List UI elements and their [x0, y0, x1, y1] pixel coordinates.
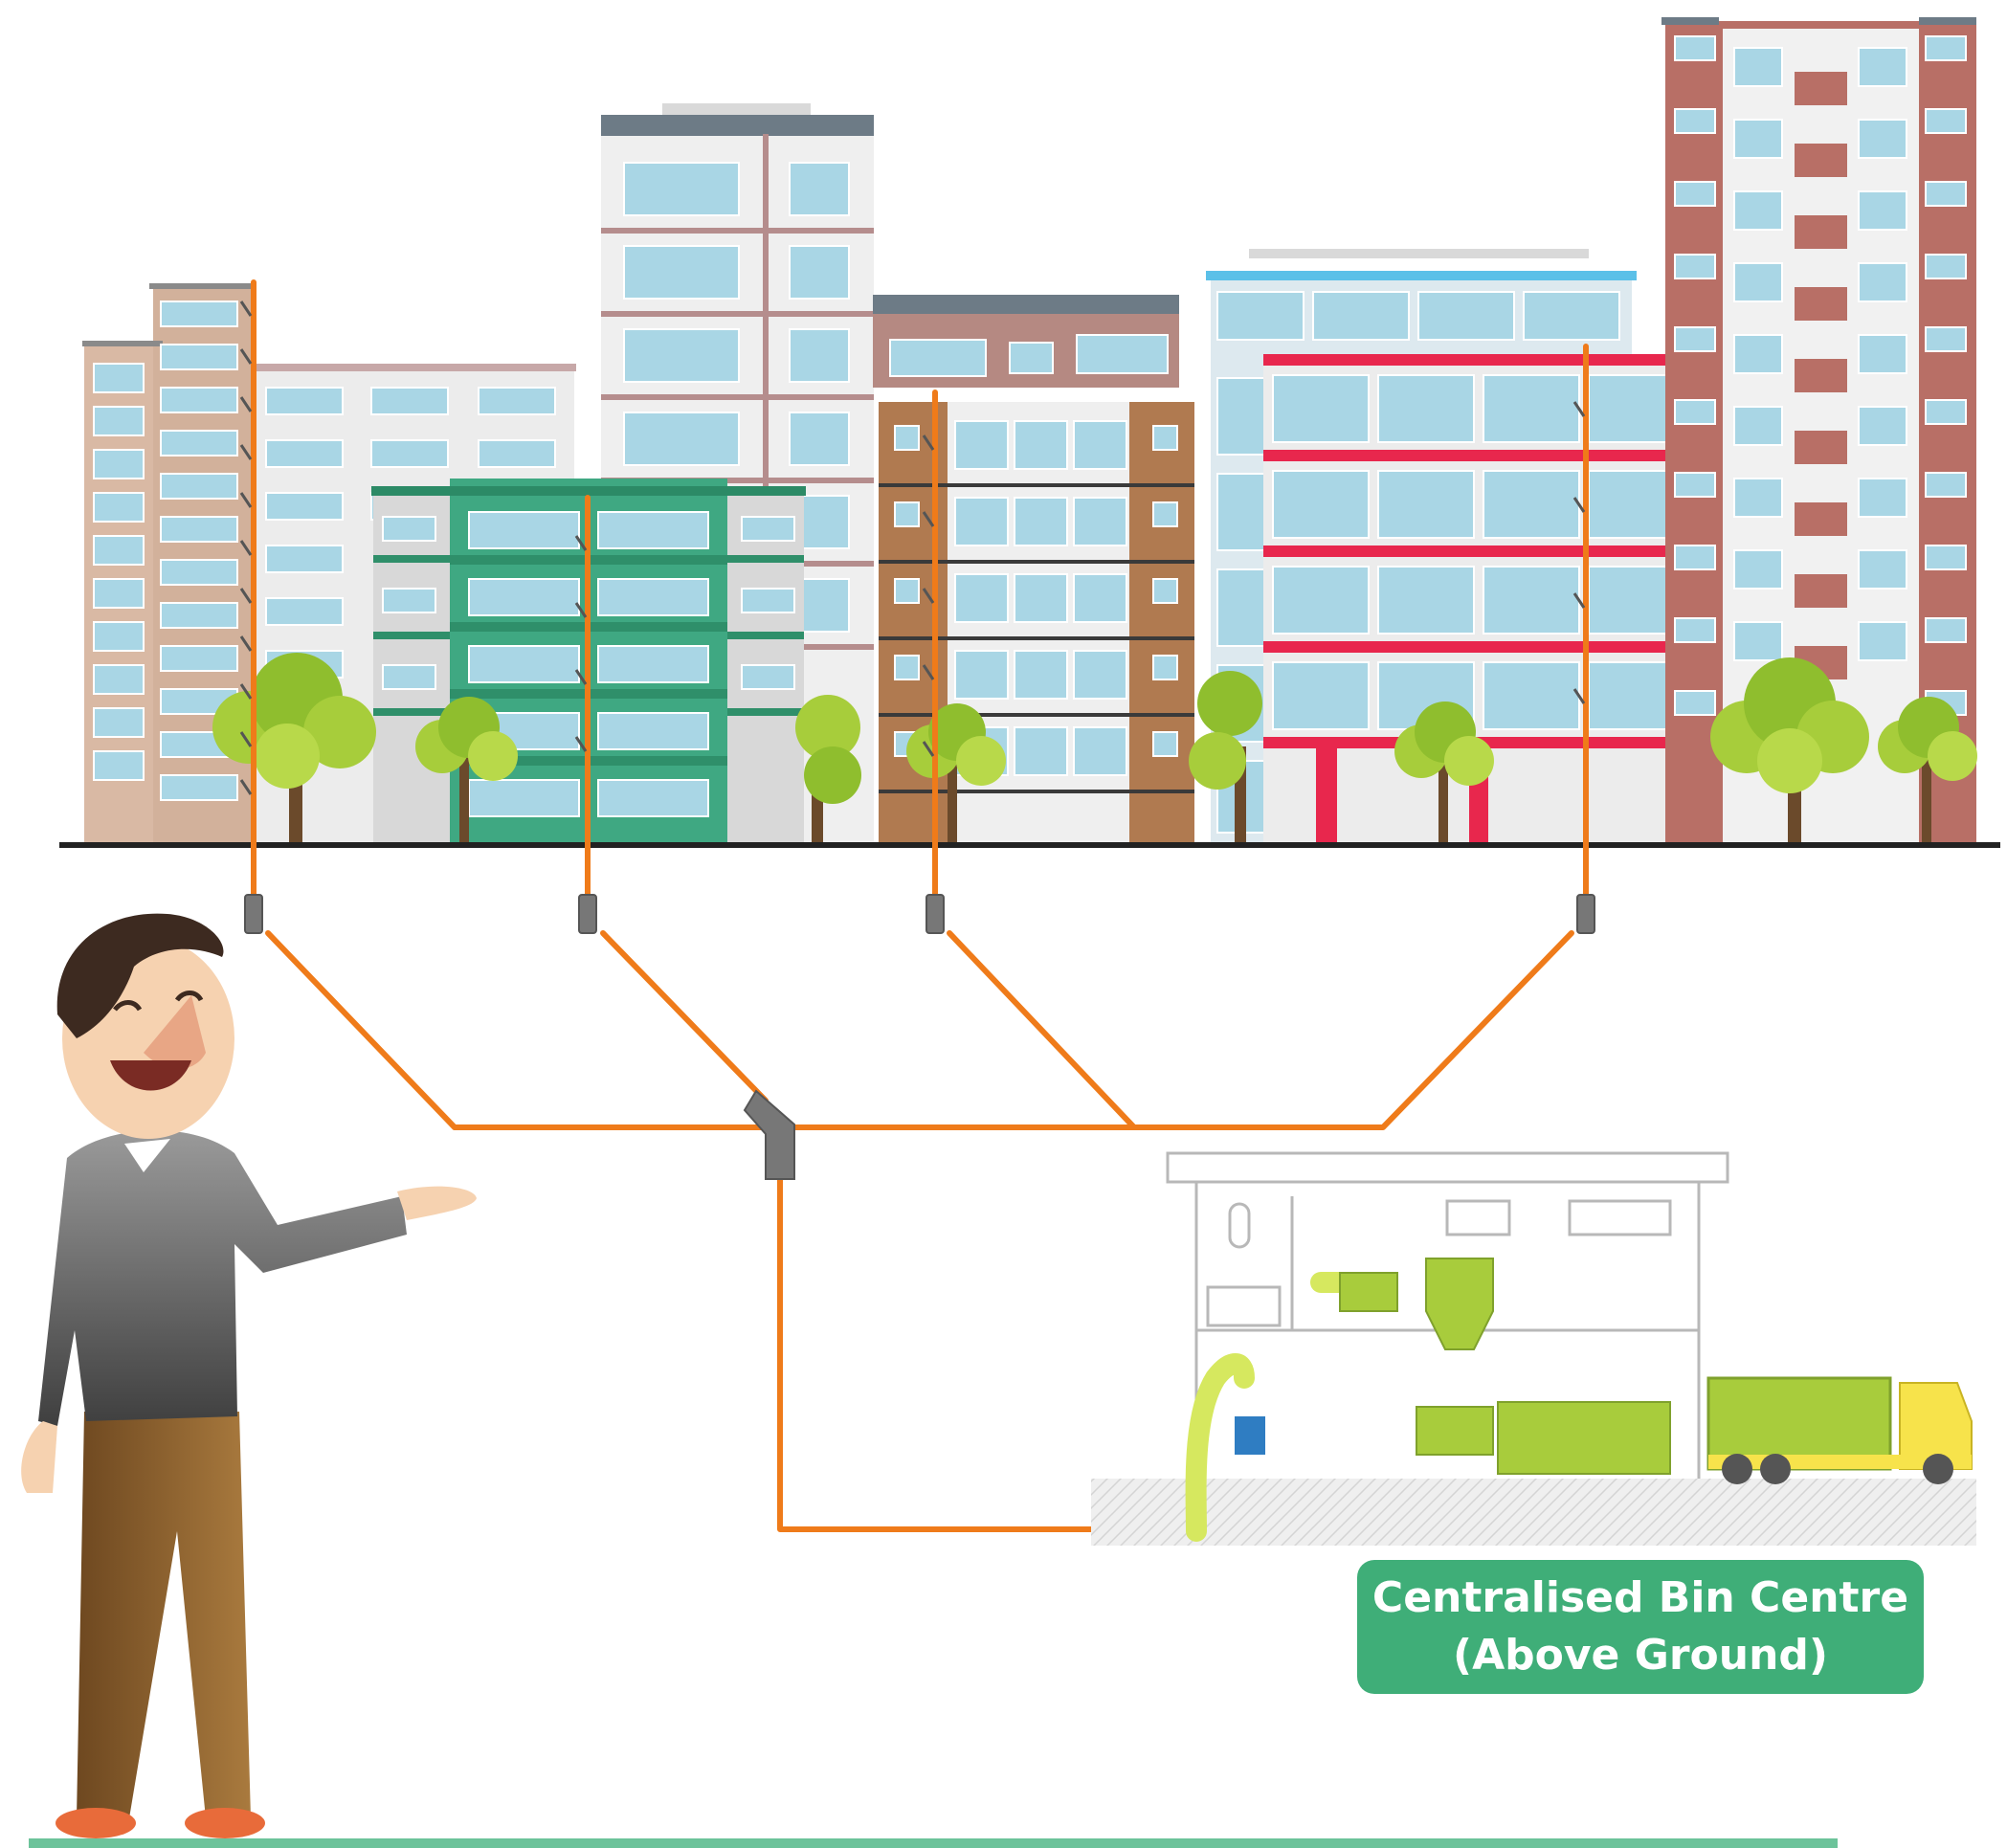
pipe-network — [251, 279, 1589, 1532]
presenter-pants — [77, 1412, 251, 1818]
label-line-1: Centralised Bin Centre — [1371, 1573, 1909, 1622]
tree — [795, 695, 861, 842]
presenter-hair — [56, 913, 224, 1038]
bin-centre-building — [1091, 1151, 1976, 1546]
tree — [1878, 697, 1977, 842]
branch-pipe — [1131, 930, 1574, 1130]
tree — [212, 653, 376, 842]
pipe-joints — [244, 894, 1595, 1180]
bin-centre-label: Centralised Bin Centre (Above Ground) — [1357, 1560, 1924, 1694]
tree — [1189, 671, 1262, 842]
branch-pipe — [600, 930, 769, 1103]
tree — [1710, 657, 1869, 842]
tree — [1394, 701, 1494, 842]
floor-strip — [29, 1838, 1838, 1848]
trunk-pipe — [777, 1174, 1094, 1532]
presenter-man — [21, 913, 477, 1838]
branch-pipe — [265, 930, 770, 1130]
brown-apartment-building — [873, 295, 1194, 842]
tree — [415, 697, 518, 842]
chute-inlets — [239, 301, 1586, 795]
presenter-sweater — [38, 1130, 407, 1426]
street-trees — [212, 653, 1977, 842]
gravel-ground — [1091, 1479, 1976, 1546]
label-line-2: (Above Ground) — [1452, 1631, 1829, 1680]
branch-pipe — [763, 930, 1137, 1130]
ground-line — [59, 842, 2000, 848]
garbage-truck — [1706, 1376, 1973, 1484]
brick-tower-left-building — [82, 283, 255, 842]
